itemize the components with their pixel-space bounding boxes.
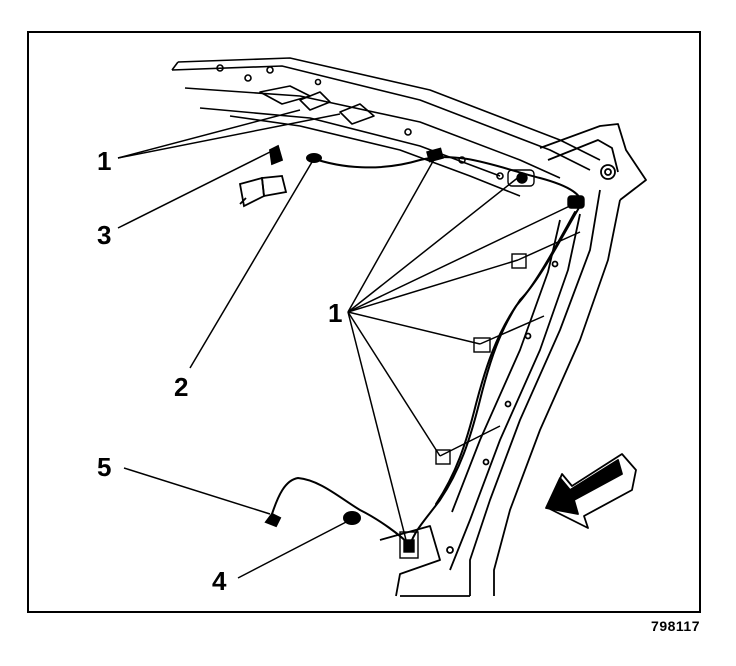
callout-4: 4: [212, 566, 227, 596]
direction-arrow-icon: [545, 453, 637, 529]
callout-1-top: 1: [97, 146, 111, 176]
callout-3: 3: [97, 220, 111, 250]
grommet-2: [306, 153, 322, 163]
connector-3: [238, 144, 288, 208]
leader-lines: [117, 109, 581, 579]
figure-id: 798117: [651, 618, 700, 634]
harness-clips: [399, 147, 585, 559]
roof-panel: [171, 57, 601, 197]
callout-5: 5: [97, 452, 111, 482]
callout-1-fan: 1: [328, 298, 342, 328]
callout-2: 2: [174, 372, 188, 402]
diagram-frame: [27, 31, 701, 613]
wiring-harness: [264, 156, 582, 546]
